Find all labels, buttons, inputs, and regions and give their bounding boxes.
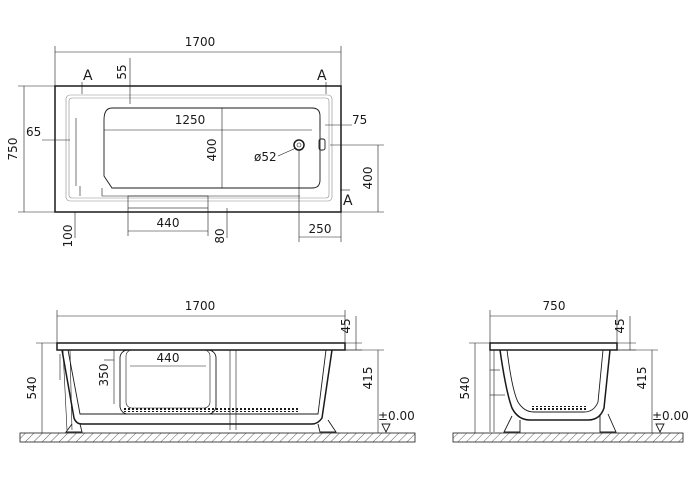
dim-door-width: 440 [157,216,180,230]
top-view: A A A 1700 55 750 65 1250 400 ø52 [6,35,384,247]
dim-door-opening: 440 [157,351,180,365]
dim-rim-bottom: 100 [61,225,75,248]
dim-basin-width: 400 [205,139,219,162]
floor-hatch-end [452,432,684,443]
bathtub-outline [54,85,342,213]
dim-rim-side: 65 [26,125,41,139]
overflow-icon [318,138,326,151]
dim-end-rim-height: 415 [635,367,649,390]
side-view: 1700 45 415 ±0.00 540 350 440 [19,299,416,443]
dim-side-length: 1700 [185,299,216,313]
dim-side-rim-thickness: 45 [339,318,353,333]
dim-end-total-height: 540 [458,377,472,400]
dim-door-gap: 80 [213,228,227,243]
floor-level-marker [381,423,391,434]
section-marker-a-left: A [83,68,93,84]
dim-door-height: 350 [97,364,111,387]
dim-drain-diameter: ø52 [254,150,277,164]
floor-hatch [19,432,416,443]
end-view: 750 45 415 ±0.00 540 [452,299,689,443]
section-marker-a-bottom: A [343,193,353,209]
dim-basin-length: 1250 [175,113,206,127]
dim-overall-length: 1700 [185,35,216,49]
side-floor-level: ±0.00 [378,409,415,423]
floor-level-marker-end [655,423,665,434]
side-rim [56,342,346,351]
dim-side-rim-height: 415 [361,367,375,390]
section-marker-a-right: A [317,68,327,84]
dim-end-rim-thickness: 45 [613,318,627,333]
dim-overall-width: 750 [6,138,20,161]
end-floor-level: ±0.00 [652,409,689,423]
dim-rim-top: 55 [115,64,129,79]
dim-drain-offset: 75 [352,113,367,127]
dim-side-total-height: 540 [25,377,39,400]
end-rim [489,342,618,351]
dim-end-width: 750 [543,299,566,313]
dim-drain-height: 400 [361,167,375,190]
dim-drain-to-end: 250 [309,222,332,236]
basin-outline [103,107,321,189]
